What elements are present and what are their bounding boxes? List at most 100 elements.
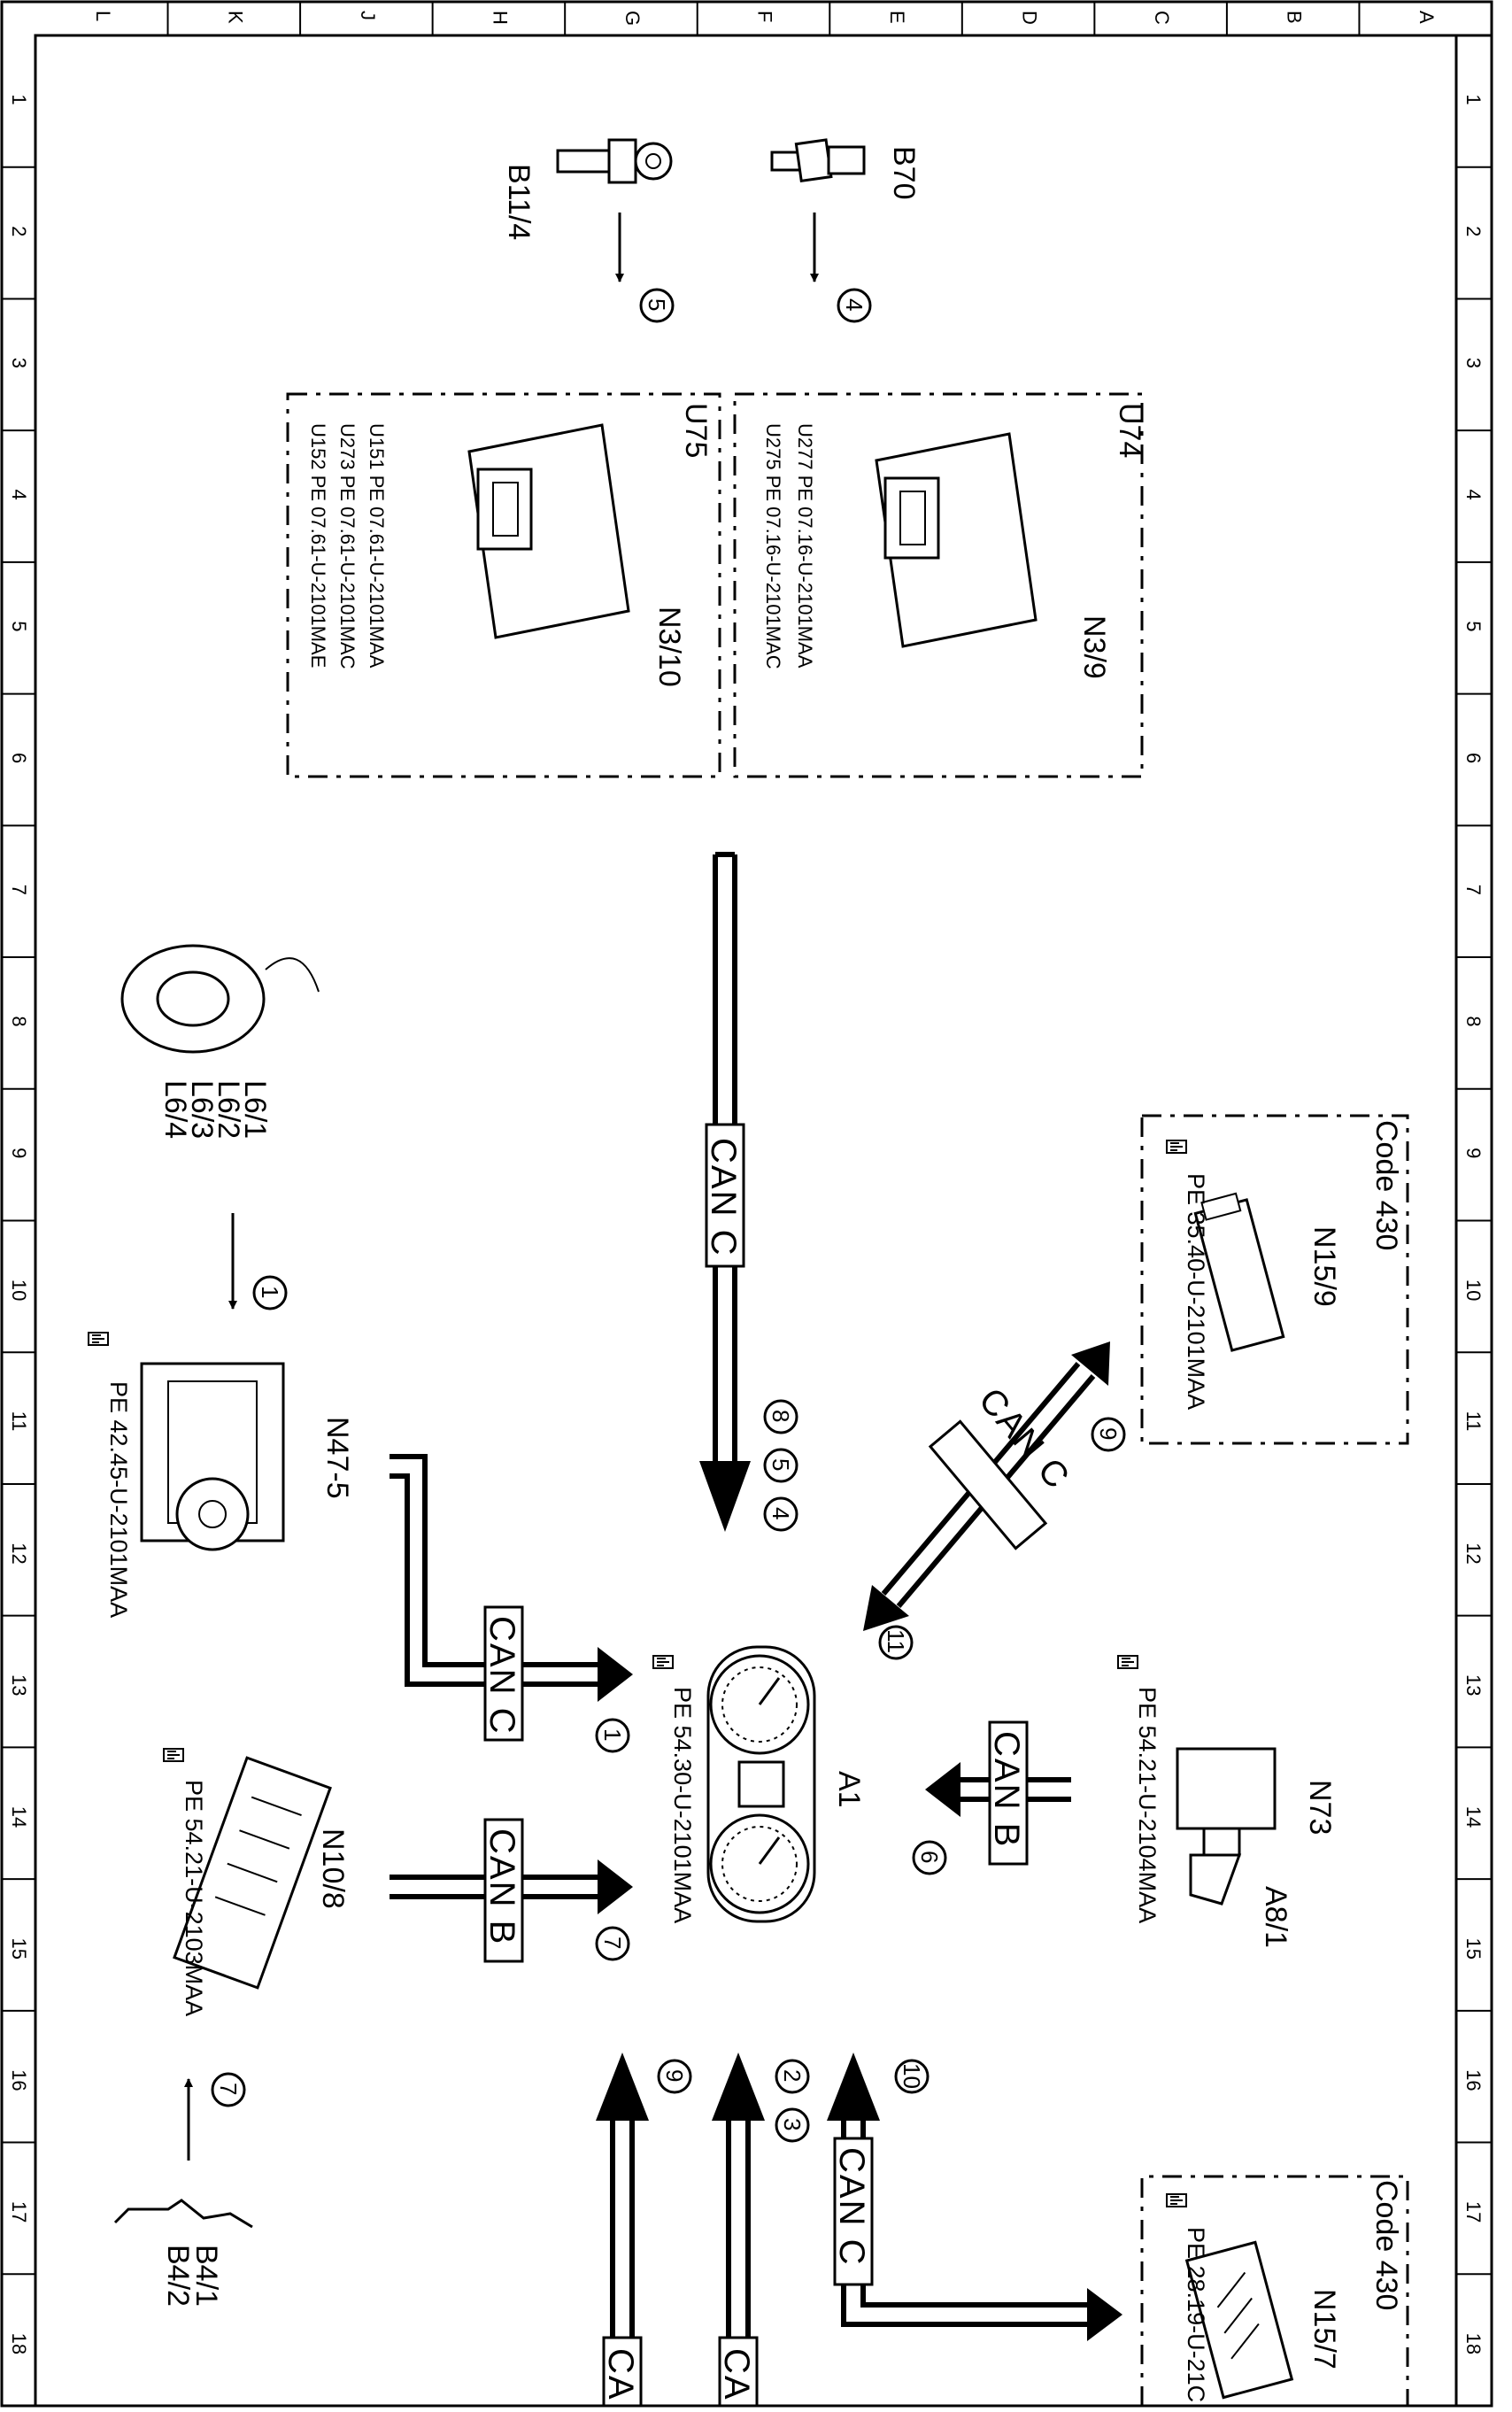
sensor-l6: L6/1 L6/2 L6/3 L6/4 — [120, 944, 320, 1310]
row-number: 17 — [1462, 2201, 1485, 2223]
label-b11-4: B11/4 — [502, 164, 536, 240]
pe-u277: U277 PE 07.16-U-2101MAA — [794, 423, 816, 669]
pe-n47-5: PE 42.45-U-2101MAA — [105, 1381, 132, 1618]
label-l6-3: L6/3 — [185, 1080, 219, 1139]
row-number: 5 — [8, 621, 30, 631]
svg-text:6: 6 — [916, 1851, 943, 1863]
row-number: 14 — [8, 1806, 30, 1828]
unit-n10-8: N10/8 PE 54.21-U-2103MAA — [163, 1748, 350, 2016]
row-number: 3 — [1462, 358, 1485, 368]
instrument-cluster-icon — [706, 1645, 816, 1923]
column-letter: D — [1019, 11, 1041, 25]
row-number: 16 — [8, 2069, 30, 2091]
label-n3-9: N3/9 — [1077, 615, 1111, 679]
sensor-icon — [120, 944, 320, 1054]
row-number: 6 — [1462, 753, 1485, 763]
column-letter: K — [224, 11, 246, 24]
column-letter: C — [1151, 11, 1173, 25]
svg-text:9: 9 — [1095, 1427, 1122, 1440]
label-n3-10: N3/10 — [652, 607, 686, 687]
row-number: 10 — [8, 1279, 30, 1301]
column-letter: G — [621, 11, 644, 26]
pe-reference-hand-icon — [1117, 1655, 1138, 1669]
bus-can-b-n73: CAN B — [925, 1720, 1071, 1866]
label-l6-1: L6/1 — [238, 1080, 272, 1139]
bus-can-c-main: CAN C — [699, 852, 751, 1532]
label-u75: U75 — [679, 403, 713, 458]
circle-2: 2 — [775, 2059, 810, 2094]
bus-label-can-c-main: CAN C — [704, 1138, 743, 1256]
label-b70: B70 — [887, 146, 921, 200]
label-l6-2: L6/2 — [212, 1080, 245, 1139]
label-n10-8: N10/8 — [316, 1828, 350, 1909]
row-number: 14 — [1462, 1806, 1485, 1828]
label-l6-4: L6/4 — [158, 1080, 192, 1139]
circle-1-n47: 1 — [595, 1718, 630, 1753]
row-number: 18 — [8, 2333, 30, 2354]
svg-text:5: 5 — [644, 298, 670, 311]
column-letter: E — [886, 11, 908, 24]
label-b4-1: B4/1 — [189, 2245, 223, 2307]
sensor-icon — [113, 2199, 253, 2229]
circle-6: 6 — [912, 1840, 947, 1875]
row-number: 13 — [8, 1674, 30, 1696]
pe-a1: PE 54.30-U-2101MAA — [669, 1687, 696, 1923]
circle-8: 8 — [763, 1399, 798, 1434]
row-number: 7 — [8, 885, 30, 895]
row-number: 11 — [1462, 1411, 1485, 1432]
column-letter: J — [357, 11, 379, 20]
row-number: 8 — [8, 1016, 30, 1026]
svg-text:7: 7 — [599, 1937, 626, 1949]
svg-text:11: 11 — [883, 1629, 909, 1653]
row-number: 18 — [1462, 2333, 1485, 2354]
bus-can-c-n15-7: CAN C — [827, 2053, 1122, 2341]
label-n47-5: N47-5 — [320, 1417, 354, 1499]
svg-text:2: 2 — [779, 2069, 806, 2082]
svg-text:4: 4 — [841, 298, 868, 311]
column-letter: F — [754, 11, 776, 22]
row-number: 7 — [1462, 885, 1485, 895]
row-number: 15 — [1462, 1937, 1485, 1959]
row-number: 5 — [1462, 621, 1485, 631]
sensor-b11-4: B11/4 — [502, 138, 673, 282]
column-letter: L — [92, 11, 114, 21]
svg-text:4: 4 — [768, 1507, 794, 1519]
control-unit-icon — [875, 432, 1038, 648]
control-unit-icon — [467, 423, 630, 639]
column-letter: B — [1284, 11, 1306, 24]
row-number: 8 — [1462, 1016, 1485, 1026]
label-a1: A1 — [832, 1771, 866, 1808]
row-number: 12 — [8, 1542, 30, 1564]
module-n15-7: Code 430 N15/7 PE 28.19-U-21C — [1140, 2175, 1409, 2406]
bus-can-c-n47: CAN C — [390, 1454, 633, 1742]
row-number: 15 — [8, 1937, 30, 1959]
bus-label-can-b-n10: CAN B — [482, 1828, 521, 1945]
pe-n15-7: PE 28.19-U-21C — [1183, 2227, 1209, 2402]
row-number: 13 — [1462, 1674, 1485, 1696]
label-n15-7: N15/7 — [1308, 2289, 1341, 2369]
circle-4-top: 4 — [837, 288, 872, 323]
unit-n47-5: N47-5 PE 42.45-U-2101MAA — [88, 1332, 354, 1618]
circle-4: 4 — [763, 1496, 798, 1532]
control-unit-icon — [1193, 1192, 1285, 1352]
bus-label-can-c-n15-7: CAN C — [832, 2147, 871, 2266]
circle-7-b4: 7 — [211, 2072, 246, 2107]
row-number: 16 — [1462, 2069, 1485, 2091]
svg-text:9: 9 — [661, 2069, 688, 2082]
bus-bottom-left: CA — [596, 2053, 649, 2408]
row-number: 9 — [1462, 1148, 1485, 1158]
row-number: 3 — [8, 358, 30, 368]
bus-label-can-c-n47: CAN C — [482, 1616, 521, 1735]
pe-u275: U275 PE 07.16-U-2101MAC — [762, 423, 784, 669]
bus-label-can-cut-1: CA — [601, 2348, 640, 2401]
row-number: 10 — [1462, 1279, 1485, 1301]
module-u75: U75 N3/10 U151 PE 07.61-U-2101MAA U273 P… — [286, 392, 721, 778]
pe-reference-hand-icon — [163, 1748, 184, 1762]
circle-7-n10: 7 — [595, 1926, 630, 1961]
bus-label-can-cut-2: CA — [717, 2348, 756, 2401]
row-number: 12 — [1462, 1542, 1485, 1564]
unit-a1: A1 PE 54.30-U-2101MAA — [652, 1645, 866, 1923]
